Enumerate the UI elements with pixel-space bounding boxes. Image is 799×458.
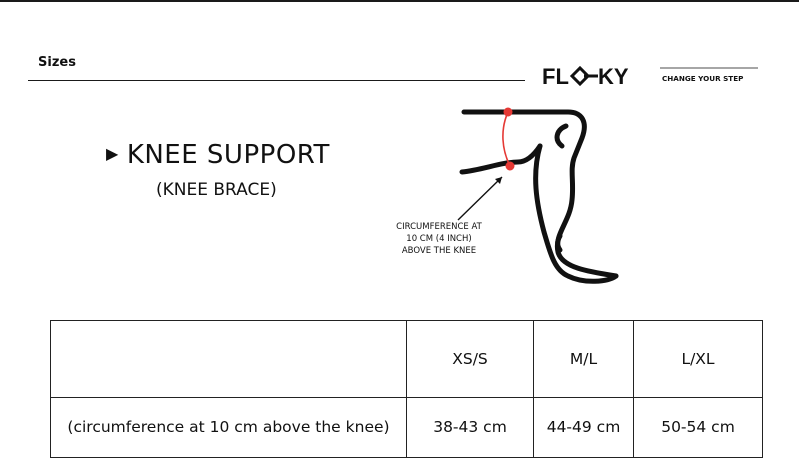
product-title-text: KNEE SUPPORT: [126, 140, 330, 170]
top-rule: [0, 0, 799, 2]
product-title: ▶ KNEE SUPPORT: [106, 140, 330, 170]
thigh-top-line: [461, 109, 619, 279]
table-header-cell: M/L: [533, 320, 634, 398]
brand-logo-f-l: FL: [542, 64, 569, 89]
triangle-bullet-icon: ▶: [106, 144, 119, 163]
brand-logo: FL KY CHANGE YOUR STEP: [542, 64, 758, 89]
brand-logo-o-mark: [569, 65, 598, 87]
measurement-callout: CIRCUMFERENCE AT 10 CM (4 INCH) ABOVE TH…: [372, 221, 506, 257]
thigh-bottom-line: [459, 143, 543, 175]
table-header-cell: [50, 320, 407, 398]
callout-line-2: 10 CM (4 INCH): [406, 234, 472, 244]
callout-pointer-line: [457, 176, 503, 221]
table-cell: 50-54 cm: [633, 397, 763, 458]
leg-measurement-illustration: [457, 107, 619, 284]
brand-tagline: CHANGE YOUR STEP: [662, 74, 743, 83]
callout-line-3: ABOVE THE KNEE: [401, 246, 477, 256]
callout-pointer-arrowhead: [495, 177, 502, 184]
section-label: Sizes: [38, 55, 76, 70]
table-cell: (circumference at 10 cm above the knee): [50, 397, 407, 458]
section-divider: [28, 80, 525, 81]
callout-line-1: CIRCUMFERENCE AT: [396, 222, 482, 232]
product-subtitle: (KNEE BRACE): [156, 180, 277, 200]
brand-logo-k-y: KY: [598, 64, 629, 89]
table-header-row: XS/S M/L L/XL: [50, 320, 763, 398]
table-cell: 44-49 cm: [533, 397, 634, 458]
calf-back-line: [533, 143, 619, 284]
table-cell: 38-43 cm: [406, 397, 534, 458]
size-table: XS/S M/L L/XL (circumference at 10 cm ab…: [50, 320, 763, 458]
ankle-line: [555, 233, 563, 253]
measurement-marker: [502, 107, 515, 171]
table-header-cell: L/XL: [633, 320, 763, 398]
knee-cap-line: [554, 123, 569, 149]
table-header-cell: XS/S: [406, 320, 534, 398]
table-row: (circumference at 10 cm above the knee) …: [50, 397, 763, 458]
